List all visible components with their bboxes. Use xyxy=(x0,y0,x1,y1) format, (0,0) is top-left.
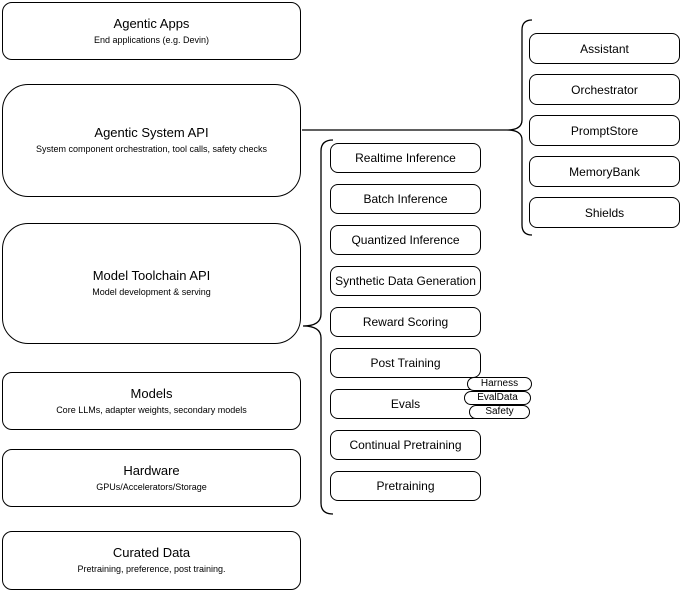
node-title: Agentic System API xyxy=(94,125,209,140)
node-subtitle: Pretraining, preference, post training. xyxy=(77,564,226,574)
node-label: Shields xyxy=(584,205,625,220)
node-title: Agentic Apps xyxy=(113,15,190,31)
node-title: Models xyxy=(130,385,173,401)
node-curated-data: Curated Data Pretraining, preference, po… xyxy=(2,531,301,590)
node-promptstore: PromptStore xyxy=(529,115,680,146)
node-reward-scoring: Reward Scoring xyxy=(330,307,481,337)
node-model-toolchain-api: Model Toolchain API Model development & … xyxy=(2,223,301,344)
node-label: Batch Inference xyxy=(363,192,448,206)
node-pretraining: Pretraining xyxy=(330,471,481,501)
node-continual-pretraining: Continual Pretraining xyxy=(330,430,481,460)
node-shields: Shields xyxy=(529,197,680,228)
node-quantized-inference: Quantized Inference xyxy=(330,225,481,255)
node-label: Realtime Inference xyxy=(355,151,456,165)
eval-tag-harness: Harness xyxy=(467,377,532,391)
node-models: Models Core LLMs, adapter weights, secon… xyxy=(2,372,301,430)
node-title: Model Toolchain API xyxy=(92,268,211,283)
node-label: Pretraining xyxy=(376,479,435,493)
node-subtitle: End applications (e.g. Devin) xyxy=(93,34,210,45)
toolchain-brace xyxy=(302,139,334,515)
node-orchestrator: Orchestrator xyxy=(529,74,680,105)
eval-tag-evaldata: EvalData xyxy=(464,391,531,405)
node-agentic-apps: Agentic Apps End applications (e.g. Devi… xyxy=(2,2,301,60)
node-agentic-system-api: Agentic System API System component orch… xyxy=(2,84,301,197)
node-title: Curated Data xyxy=(112,545,191,560)
node-label: Reward Scoring xyxy=(362,315,449,329)
node-label: Continual Pretraining xyxy=(349,438,462,452)
node-label: Evals xyxy=(390,397,421,411)
node-title: Hardware xyxy=(123,462,180,478)
pill-label: Safety xyxy=(485,406,514,417)
node-subtitle: Core LLMs, adapter weights, secondary mo… xyxy=(56,404,247,415)
node-label: Orchestrator xyxy=(571,82,638,97)
node-assistant: Assistant xyxy=(529,33,680,64)
node-label: Quantized Inference xyxy=(351,233,460,247)
node-post-training: Post Training xyxy=(330,348,481,378)
node-memorybank: MemoryBank xyxy=(529,156,680,187)
node-label: PromptStore xyxy=(570,123,639,138)
node-hardware: Hardware GPUs/Accelerators/Storage xyxy=(2,449,301,507)
node-subtitle: System component orchestration, tool cal… xyxy=(35,144,268,154)
node-synthetic-data-generation: Synthetic Data Generation xyxy=(330,266,481,296)
node-evals: Evals xyxy=(330,389,481,419)
pill-label: EvalData xyxy=(477,392,518,403)
node-label: MemoryBank xyxy=(569,164,640,179)
eval-tag-safety: Safety xyxy=(469,405,530,419)
node-label: Post Training xyxy=(370,356,441,370)
node-subtitle: GPUs/Accelerators/Storage xyxy=(96,481,207,492)
pill-label: Harness xyxy=(480,378,519,389)
node-subtitle: Model development & serving xyxy=(92,287,211,297)
node-label: Synthetic Data Generation xyxy=(335,274,476,288)
node-batch-inference: Batch Inference xyxy=(330,184,481,214)
node-realtime-inference: Realtime Inference xyxy=(330,143,481,173)
node-label: Assistant xyxy=(580,41,629,56)
